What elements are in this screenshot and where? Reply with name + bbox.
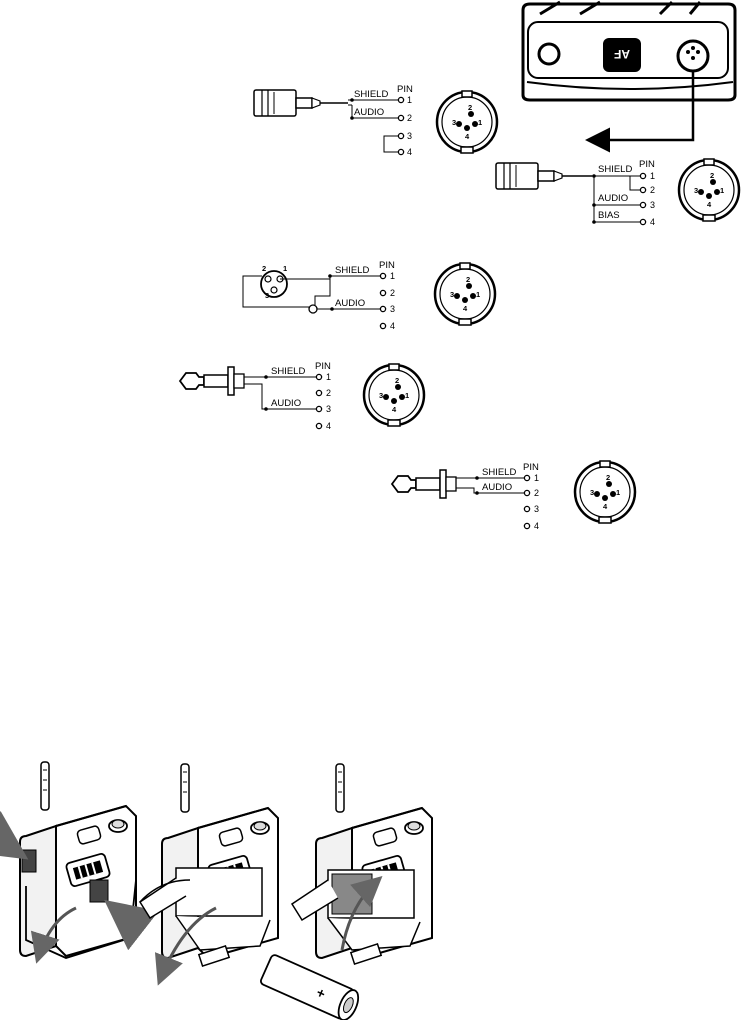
antenna-icon — [41, 762, 49, 810]
antenna-icon — [181, 764, 189, 812]
svg-text:3: 3 — [590, 488, 594, 497]
pin-number: 2 — [326, 388, 331, 398]
power-button-icon — [539, 44, 559, 64]
svg-text:1: 1 — [478, 118, 482, 127]
wiring-diagram-2: SHIELD AUDIO BIAS PIN 1 2 3 4 2 1 3 4 — [496, 159, 739, 227]
wiring-diagram-1: SHIELD AUDIO PIN 1 2 3 4 2 1 3 4 — [254, 84, 497, 157]
battery-step-2-illustration — [140, 764, 278, 980]
pin-number: 4 — [407, 147, 412, 157]
svg-text:1: 1 — [405, 391, 409, 400]
pin-number: 3 — [390, 304, 395, 314]
svg-text:2: 2 — [468, 103, 472, 112]
pin-number: 4 — [390, 321, 395, 331]
pin-number: 1 — [390, 271, 395, 281]
svg-text:2: 2 — [710, 171, 714, 180]
svg-text:2: 2 — [606, 473, 610, 482]
svg-text:3: 3 — [379, 391, 383, 400]
wiring-diagram-3-xlr: 2 1 3 SHIELD AUDIO PIN 1 2 3 4 2 1 3 4 — [243, 260, 495, 331]
antenna-icon — [336, 764, 344, 812]
press-arrow-icon — [2, 842, 20, 854]
pin-header: PIN — [315, 361, 331, 372]
svg-text:1: 1 — [616, 488, 620, 497]
shield-label: SHIELD — [354, 89, 388, 100]
ta4-connector-face: 2 1 3 4 — [435, 263, 495, 325]
pin-header: PIN — [639, 159, 655, 170]
shield-label: SHIELD — [482, 467, 516, 478]
svg-text:2: 2 — [395, 376, 399, 385]
pin-number: 1 — [407, 95, 412, 105]
battery-step-3-illustration: + — [260, 764, 432, 1020]
battery-step-1-illustration — [2, 762, 136, 958]
pin-number: 4 — [650, 217, 655, 227]
pin-number: 1 — [326, 372, 331, 382]
svg-text:3: 3 — [694, 186, 698, 195]
svg-text:1: 1 — [283, 264, 287, 273]
audio-label: AUDIO — [598, 193, 628, 204]
audio-label: AUDIO — [354, 107, 384, 118]
svg-text:3: 3 — [452, 118, 456, 127]
bias-label: BIAS — [598, 210, 620, 221]
pin-header: PIN — [523, 462, 539, 473]
svg-text:3: 3 — [450, 290, 454, 299]
ta4-connector-face: 2 1 3 4 — [575, 461, 635, 523]
shield-label: SHIELD — [271, 366, 305, 377]
pin-number: 1 — [650, 171, 655, 181]
pin-number: 2 — [390, 288, 395, 298]
pin-number: 2 — [650, 185, 655, 195]
pin-number: 3 — [650, 200, 655, 210]
pin-number: 4 — [326, 421, 331, 431]
ta4-connector-face: 2 1 3 4 — [679, 159, 739, 221]
pin-number: 3 — [326, 404, 331, 414]
wiring-diagram-4-phone-plug: SHIELD AUDIO PIN 1 2 3 4 2 1 3 4 — [180, 361, 424, 431]
ta4-connector-face: 2 1 3 4 — [364, 364, 424, 426]
aa-battery-icon: + — [260, 954, 363, 1020]
svg-text:1: 1 — [720, 186, 724, 195]
pin-number: 4 — [534, 521, 539, 531]
pin-number: 2 — [407, 113, 412, 123]
audio-label: AUDIO — [271, 398, 301, 409]
pin-number: 1 — [534, 473, 539, 483]
pin-header: PIN — [397, 84, 413, 95]
svg-text:3: 3 — [265, 291, 269, 300]
svg-text:2: 2 — [262, 264, 266, 273]
wiring-diagram-5-phone-plug: SHIELD AUDIO PIN 1 2 3 4 2 1 3 4 — [392, 461, 635, 531]
xlr-connector-icon: 2 1 3 — [261, 264, 287, 300]
pin-number: 3 — [534, 504, 539, 514]
af-button-label: AF — [614, 47, 630, 61]
audio-label: AUDIO — [335, 298, 365, 309]
pin-header: PIN — [379, 260, 395, 271]
transmitter-top-view: AF — [523, 2, 735, 140]
pin-number: 3 — [407, 131, 412, 141]
svg-text:2: 2 — [466, 275, 470, 284]
pin-number: 2 — [534, 488, 539, 498]
audio-label: AUDIO — [482, 482, 512, 493]
svg-text:1: 1 — [476, 290, 480, 299]
shield-label: SHIELD — [598, 164, 632, 175]
shield-label: SHIELD — [335, 265, 369, 276]
ta4-connector-face: 2 1 3 4 — [437, 91, 497, 153]
